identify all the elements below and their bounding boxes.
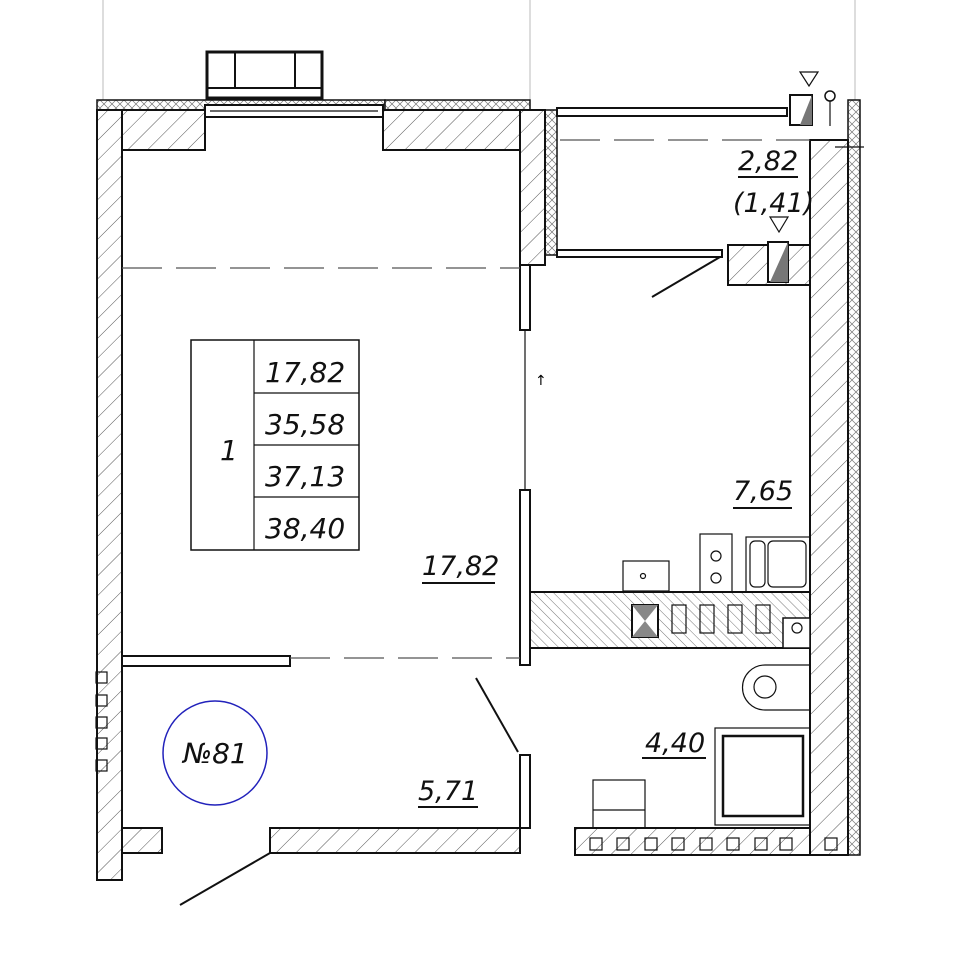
total-area-with-balcony-value: 38,40 [265,512,345,545]
stove-icon [699,533,733,593]
axis-lines [102,0,856,100]
bathroom-fixtures [592,664,811,829]
shower-icon [714,727,811,826]
kitchen-fixtures [622,533,811,649]
level-marker-icon [798,71,820,88]
balcony-area: 2,82 [738,146,798,177]
sink-icon [745,536,811,593]
balcony-windows [556,71,864,298]
living-area-value: 17,82 [265,356,345,389]
bathroom-area: 4,40 [645,728,705,759]
insulation-right [847,99,861,856]
living-space-value: 35,58 [265,408,345,441]
rooms-count: 1 [220,434,238,467]
balcony-reduced-area: (1,41) [733,188,814,219]
living-window [204,50,384,118]
hall-area: 5,71 [418,776,478,807]
balcony-left-wall [544,109,558,256]
apartment-number: №81 [181,737,248,770]
washbasin-icon [592,779,646,829]
insulation-top-2 [384,99,531,111]
toilet-icon [741,664,811,711]
apartment-number-badge: №81 [162,700,268,806]
total-area-value: 37,13 [265,460,345,493]
arrow-icon: ↑ [535,373,547,389]
walls [96,109,849,881]
living-room-area: 17,82 [422,551,499,582]
vent-blocks [95,671,838,851]
area-table: 1 17,82 35,58 37,13 38,40 [190,339,360,551]
entrance-door[interactable] [179,852,271,906]
bathroom-door [475,677,519,753]
kitchen-area: 7,65 [733,476,793,507]
